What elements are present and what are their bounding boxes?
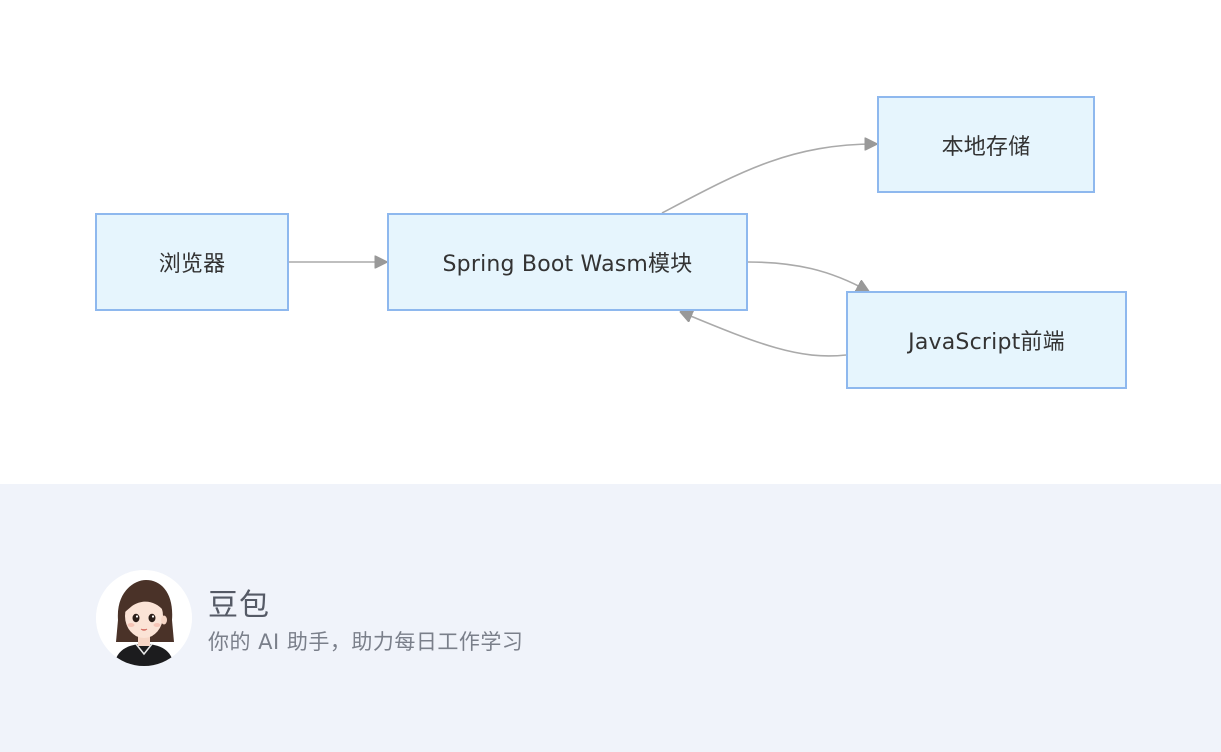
node-js-frontend-label: JavaScript前端 (908, 330, 1065, 355)
node-wasm-module-label: Spring Boot Wasm模块 (442, 252, 693, 277)
edge-wasm-to-storage (661, 144, 876, 214)
node-js-frontend: JavaScript前端 (846, 291, 1127, 389)
node-local-storage-label: 本地存储 (941, 134, 1031, 160)
node-browser-label: 浏览器 (158, 252, 226, 277)
assistant-name: 豆包 (208, 588, 270, 623)
assistant-tagline: 你的 AI 助手，助力每日工作学习 (208, 630, 524, 654)
assistant-footer: 豆包 你的 AI 助手，助力每日工作学习 (0, 484, 1221, 752)
node-browser: 浏览器 (95, 213, 289, 311)
edge-js-to-wasm (681, 312, 847, 357)
flowchart: 浏览器 Spring Boot Wasm模块 本地存储 JavaScript前端 (95, 0, 1221, 389)
node-local-storage: 本地存储 (877, 96, 1095, 193)
node-wasm-module: Spring Boot Wasm模块 (387, 213, 748, 311)
edges-layer (289, 0, 1221, 357)
doubao-avatar-icon (96, 570, 192, 666)
edge-wasm-to-js (747, 261, 868, 291)
